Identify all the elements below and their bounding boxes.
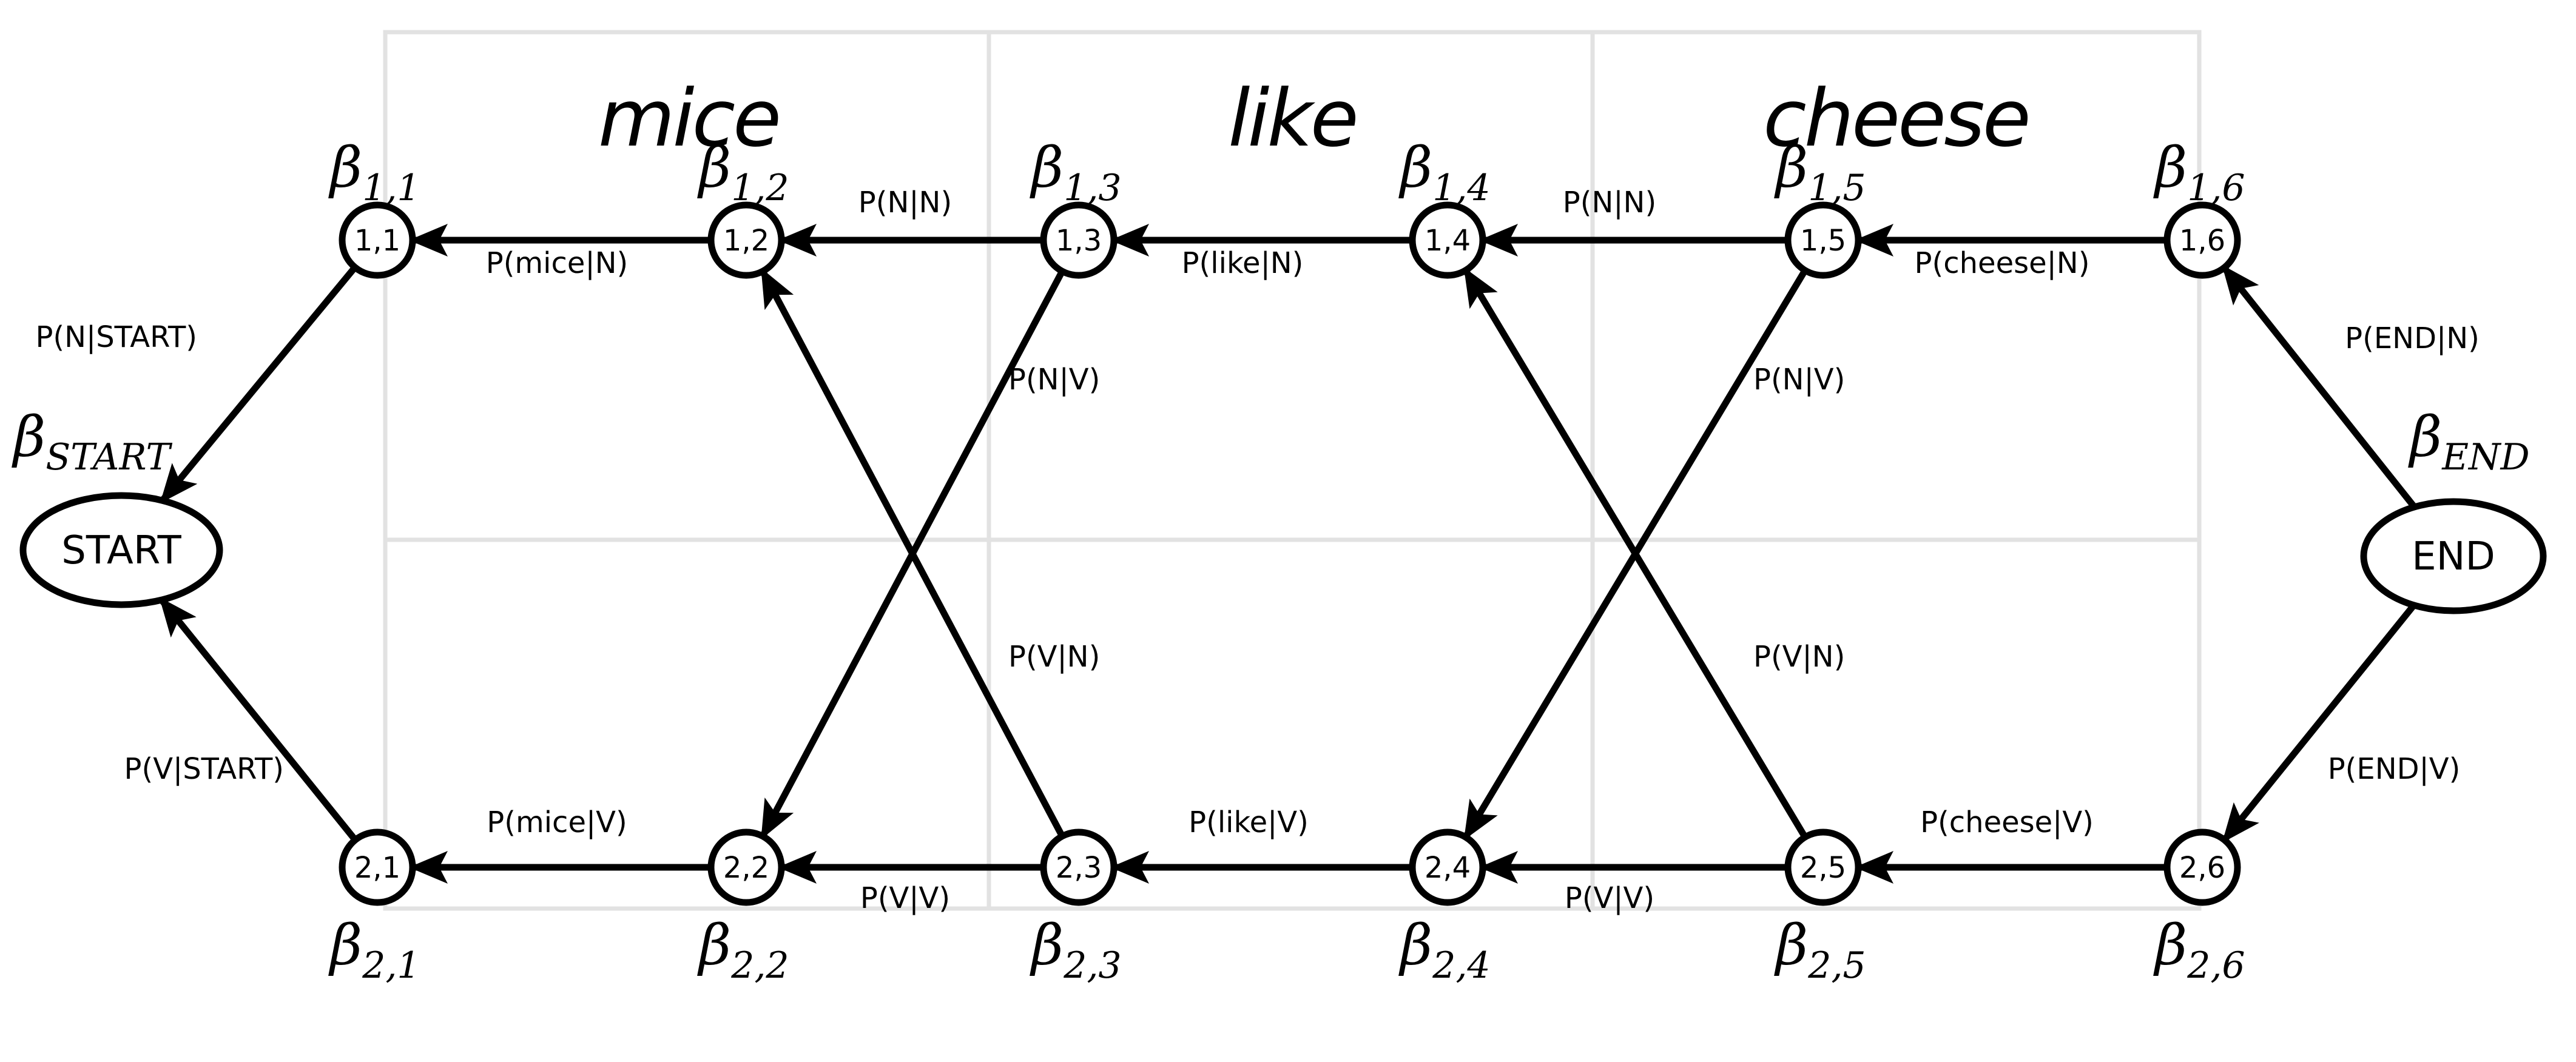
node-1-3: 1,3 — [1040, 201, 1118, 279]
node-ellipse-start — [19, 492, 223, 608]
edge-1-5-to-2-4 — [1463, 268, 1808, 841]
beta-label-1-2: β1,2 — [697, 135, 789, 209]
beta-label-2-2: β2,2 — [697, 913, 789, 987]
node-label-2-4: 2,4 — [1425, 851, 1471, 885]
edge-label-1-4-to-1-3: P(like|N) — [1182, 246, 1304, 280]
beta-label-1-4: β1,4 — [1398, 135, 1491, 209]
node-label-1-2: 1,2 — [723, 224, 769, 258]
node-circle-1-1 — [339, 201, 416, 279]
edge-1-3-to-2-2 — [760, 269, 1065, 840]
edge-label-1-3-to-2-2: P(N|V) — [1008, 363, 1100, 397]
beta-label-1-1: β1,1 — [328, 135, 420, 209]
edge-label-2-3-to-1-2: P(V|N) — [1008, 640, 1100, 674]
node-start: START — [19, 492, 223, 608]
node-label-2-1: 2,1 — [354, 851, 400, 885]
beta-label-start: βSTART — [12, 405, 172, 479]
edge-2-1-to-start — [158, 597, 358, 842]
node-label-1-1: 1,1 — [354, 224, 400, 258]
node-1-1: 1,1 — [339, 201, 416, 279]
beta-label-2-1: β2,1 — [328, 913, 420, 987]
node-circle-1-6 — [2163, 201, 2241, 279]
edge-end-to-1-6 — [2221, 264, 2417, 509]
beta-label-2-5: β2,5 — [1774, 913, 1866, 987]
beta-label-2-3: β2,3 — [1030, 913, 1122, 987]
node-label-start: START — [61, 528, 181, 573]
node-circle-1-2 — [707, 201, 785, 279]
node-1-4: 1,4 — [1409, 201, 1486, 279]
edge-label-2-1-to-start: P(V|START) — [124, 752, 284, 786]
beta-label-1-5: β1,5 — [1774, 135, 1866, 209]
nodes: 1,1 1,2 1,3 1,4 1,5 1,6 2,1 2,2 2,3 2,4 2,5 2,6 STAR… — [19, 201, 2547, 906]
node-2-2: 2,2 — [707, 828, 785, 906]
node-circle-1-5 — [1784, 201, 1862, 279]
word-mice: mice — [598, 72, 779, 164]
node-label-end: END — [2412, 534, 2495, 579]
edge-label-2-5-to-2-4: P(V|V) — [1565, 881, 1654, 915]
beta-label-1-6: β1,6 — [2153, 135, 2245, 209]
node-2-3: 2,3 — [1040, 828, 1118, 906]
word-cheese: cheese — [1763, 72, 2029, 164]
node-2-1: 2,1 — [339, 828, 416, 906]
edge-label-1-5-to-2-4: P(N|V) — [1753, 363, 1845, 397]
edge-label-2-3-to-2-2: P(V|V) — [860, 881, 950, 915]
node-label-1-6: 1,6 — [2179, 224, 2225, 258]
edge-1-1-to-start — [160, 265, 358, 503]
node-label-1-4: 1,4 — [1425, 224, 1471, 258]
node-circle-2-6 — [2163, 828, 2241, 906]
word-grid — [383, 30, 2202, 911]
node-label-2-2: 2,2 — [723, 851, 769, 885]
beta-label-1-3: β1,3 — [1030, 135, 1122, 209]
edge-label-1-1-to-start: P(N|START) — [35, 320, 197, 354]
edge-end-to-2-6 — [2222, 603, 2417, 843]
node-2-6: 2,6 — [2163, 828, 2241, 906]
edge-label-2-5-to-1-4: P(V|N) — [1753, 640, 1845, 674]
node-circle-2-1 — [339, 828, 416, 906]
edges — [158, 224, 2417, 884]
beta-labels: β1,1 β1,2 β1,3 β1,4 β1,5 β1,6 β2,1 β2,2 β2,3 β2,4… — [12, 135, 2530, 987]
edge-label-1-6-to-1-5: P(cheese|N) — [1915, 246, 2090, 280]
edge-label-1-3-to-1-2: P(N|N) — [858, 186, 952, 220]
node-label-2-3: 2,3 — [1056, 851, 1102, 885]
edge-label-end-to-2-6: P(END|V) — [2328, 752, 2461, 786]
node-ellipse-end — [2360, 498, 2547, 614]
node-circle-2-2 — [707, 828, 785, 906]
word-headers: mice like cheese — [598, 72, 2031, 164]
edge-label-1-5-to-1-4: P(N|N) — [1563, 186, 1656, 220]
node-circle-1-4 — [1409, 201, 1486, 279]
beta-label-end: βEND — [2408, 405, 2530, 479]
beta-label-2-4: β2,4 — [1398, 913, 1491, 987]
node-circle-1-3 — [1040, 201, 1118, 279]
node-label-2-5: 2,5 — [1800, 851, 1846, 885]
node-1-2: 1,2 — [707, 201, 785, 279]
node-circle-2-4 — [1409, 828, 1486, 906]
node-1-6: 1,6 — [2163, 201, 2241, 279]
node-label-1-3: 1,3 — [1056, 224, 1102, 258]
word-like: like — [1228, 72, 1357, 164]
node-circle-2-5 — [1784, 828, 1862, 906]
node-1-5: 1,5 — [1784, 201, 1862, 279]
node-end: END — [2360, 498, 2547, 614]
node-2-5: 2,5 — [1784, 828, 1862, 906]
beta-label-2-6: β2,6 — [2153, 913, 2245, 987]
edge-label-1-2-to-1-1: P(mice|N) — [486, 246, 629, 280]
edge-label-end-to-1-6: P(END|N) — [2345, 321, 2480, 355]
node-circle-2-3 — [1040, 828, 1118, 906]
edge-label-2-2-to-2-1: P(mice|V) — [487, 805, 627, 839]
node-2-4: 2,4 — [1409, 828, 1486, 906]
node-label-1-5: 1,5 — [1800, 224, 1846, 258]
edge-labels: P(N|START) P(V|START) P(mice|N) P(mice|V) P(… — [35, 186, 2479, 915]
edge-label-2-4-to-2-3: P(like|V) — [1189, 805, 1309, 839]
node-label-2-6: 2,6 — [2179, 851, 2225, 885]
edge-label-2-6-to-2-5: P(cheese|V) — [1920, 805, 2094, 839]
